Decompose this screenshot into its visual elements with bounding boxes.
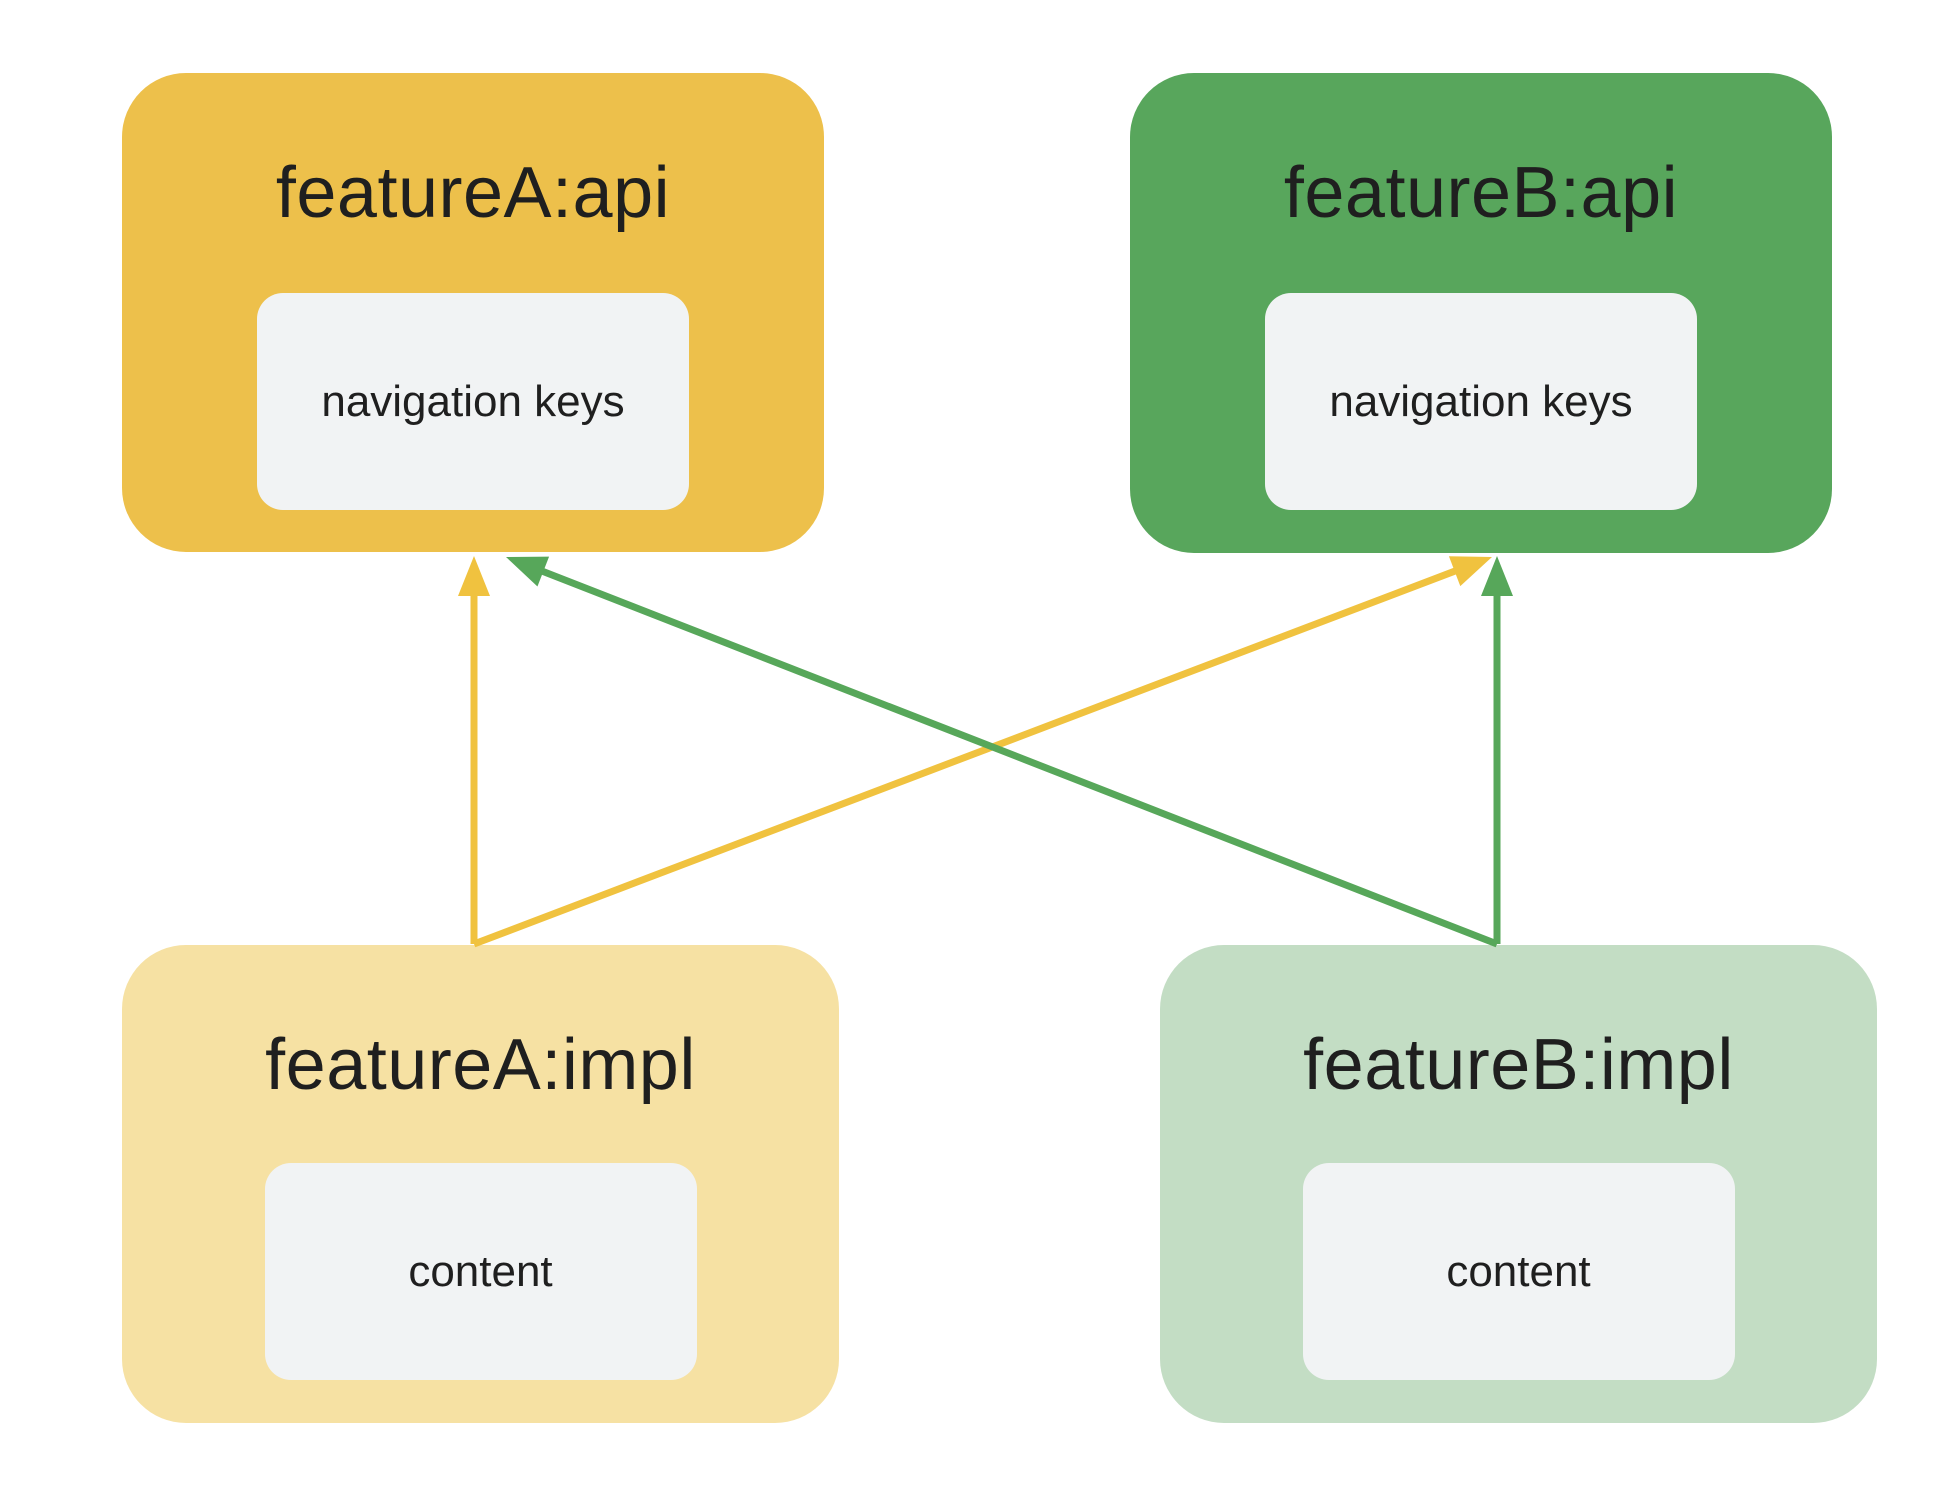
inner-box-featureB-api: navigation keys xyxy=(1265,293,1697,510)
inner-label-navigation-keys: navigation keys xyxy=(321,376,625,426)
module-title-featureA-api: featureA:api xyxy=(275,153,671,233)
module-featureA-impl: featureA:impl content xyxy=(122,945,839,1423)
module-title-featureB-api: featureB:api xyxy=(1283,153,1679,233)
inner-box-featureA-api: navigation keys xyxy=(257,293,689,510)
inner-box-featureA-impl: content xyxy=(264,1163,697,1380)
module-featureA-api: featureA:api navigation keys xyxy=(122,73,824,552)
inner-box-featureB-impl: content xyxy=(1302,1163,1735,1380)
module-featureB-api: featureB:api navigation keys xyxy=(1130,73,1832,553)
dependency-arrowhead xyxy=(1448,556,1492,587)
inner-label-content: content xyxy=(408,1246,553,1296)
module-title-featureA-impl: featureA:impl xyxy=(265,1025,696,1105)
module-featureB-impl: featureB:impl content xyxy=(1160,945,1877,1423)
inner-label-content: content xyxy=(1446,1246,1591,1296)
dependency-arrow-line xyxy=(472,565,1462,948)
dependency-arrow-line xyxy=(536,566,1499,948)
dependency-arrowhead xyxy=(458,556,490,596)
module-title-featureB-impl: featureB:impl xyxy=(1303,1025,1734,1105)
dependency-arrowhead xyxy=(1481,556,1513,596)
inner-label-navigation-keys: navigation keys xyxy=(1329,376,1633,426)
dependency-arrowhead xyxy=(506,556,550,587)
